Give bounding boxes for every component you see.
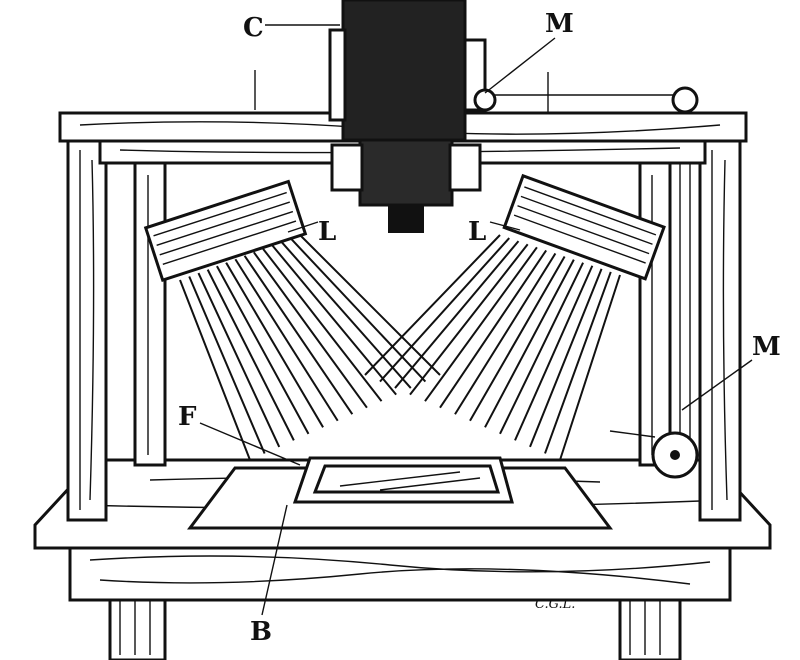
lamp-left [143, 179, 308, 283]
lamp-right [502, 173, 666, 281]
table [33, 456, 772, 602]
light-ray [188, 276, 266, 454]
label-motor-top: M [545, 9, 574, 39]
light-ray [206, 269, 295, 441]
light-ray [262, 248, 383, 402]
label-motor-side: M [752, 332, 781, 362]
light-ray [394, 240, 520, 389]
light-ray [225, 262, 324, 428]
light-ray [439, 249, 547, 409]
motor-gear [473, 88, 497, 112]
light-ray [243, 255, 354, 415]
light-ray [299, 234, 441, 376]
light-ray [514, 265, 594, 441]
light-ray [216, 265, 310, 435]
light-ray [529, 268, 603, 448]
posts [66, 110, 742, 522]
label-pointers [199, 24, 753, 616]
light-ray [179, 279, 251, 461]
light-ray [424, 246, 538, 402]
light-ray [409, 243, 529, 396]
light-ray [364, 234, 501, 376]
light-ray [290, 237, 427, 383]
label-lamp-left: L [318, 217, 336, 247]
light-ray [559, 274, 621, 461]
light-rays [179, 234, 621, 461]
light-ray [234, 258, 339, 422]
table-legs [108, 593, 682, 660]
light-ray [197, 272, 281, 448]
light-ray [454, 252, 557, 415]
light-ray [271, 244, 397, 396]
light-ray [499, 262, 584, 435]
label-lamp-right: L [468, 217, 486, 247]
camera-c [328, 0, 497, 233]
light-ray [253, 251, 368, 409]
light-ray [484, 259, 575, 428]
light-ray [544, 271, 612, 454]
artist-signature: C.G.L. [535, 597, 575, 612]
light-ray [469, 256, 566, 422]
label-frame: F [178, 402, 197, 432]
label-board: B [250, 617, 272, 647]
label-camera: C [243, 13, 264, 43]
light-ray [280, 241, 412, 389]
light-ray [379, 237, 510, 383]
